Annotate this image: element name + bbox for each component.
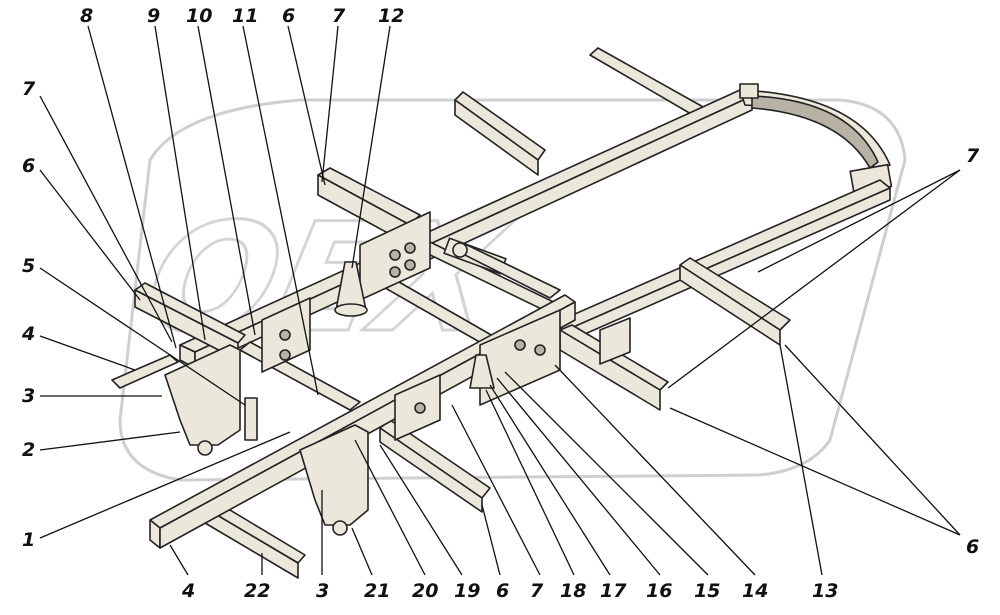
- callout-left-1: 1: [22, 529, 35, 551]
- callout-left-3: 3: [22, 385, 35, 407]
- callout-bottom-14: 14: [742, 580, 768, 602]
- callout-bottom-3: 3: [316, 580, 329, 602]
- callout-bottom-21: 21: [364, 580, 390, 602]
- left-suspension: [164, 344, 258, 456]
- leader-lines: [39, 25, 961, 576]
- callout-left-6: 6: [22, 155, 35, 177]
- callout-bottom-13: 13: [812, 580, 838, 602]
- callout-right-6: 6: [966, 536, 979, 558]
- callout-bottom-6: 6: [496, 580, 509, 602]
- callout-left-4: 4: [21, 323, 35, 345]
- callout-bottom-22: 22: [244, 580, 270, 602]
- callout-bottom-4: 4: [181, 580, 195, 602]
- right-suspension: [299, 424, 369, 536]
- callout-top-11: 11: [232, 5, 258, 27]
- callout-bottom-17: 17: [600, 580, 627, 602]
- callout-left-7: 7: [22, 78, 36, 100]
- callout-left-5: 5: [22, 255, 35, 277]
- callout-bottom-19: 19: [454, 580, 480, 602]
- callout-top-6: 6: [282, 5, 295, 27]
- callout-top-12: 12: [378, 5, 404, 27]
- callout-top-7: 7: [332, 5, 346, 27]
- callout-top-8: 8: [80, 5, 93, 27]
- callout-right-7: 7: [966, 145, 980, 167]
- front-long-beam: [149, 294, 576, 549]
- callout-left-2: 2: [22, 439, 35, 461]
- callout-bottom-7: 7: [530, 580, 544, 602]
- callout-top-10: 10: [186, 5, 212, 27]
- callout-labels: 8 9 10 11 6 7 12 7 6 5 4 3 2 1 4 22 3 21…: [21, 5, 980, 602]
- callout-bottom-15: 15: [694, 580, 720, 602]
- rear-shaft: [452, 242, 561, 299]
- rear-cross-beams: [317, 47, 706, 246]
- callout-top-9: 9: [147, 5, 160, 27]
- callout-bottom-18: 18: [560, 580, 586, 602]
- callout-bottom-16: 16: [646, 580, 672, 602]
- callout-bottom-20: 20: [412, 580, 438, 602]
